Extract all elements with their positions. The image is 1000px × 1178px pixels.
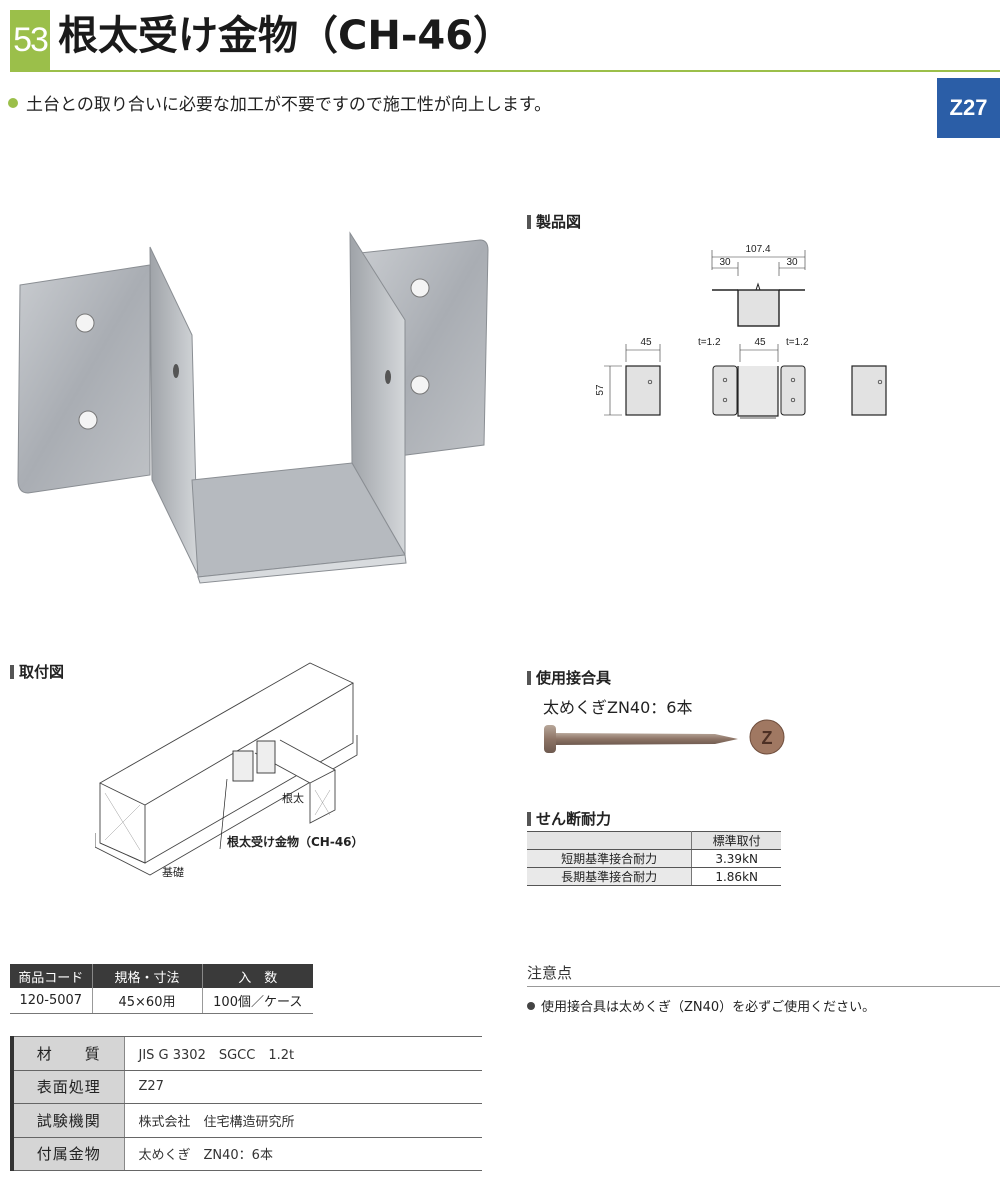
installation-diagram: [95, 662, 358, 876]
table-row: 長期基準接合耐力 1.86kN: [527, 867, 781, 886]
dim-front-t-right: t=1.2: [786, 337, 809, 348]
spec-key: 表面処理: [10, 1070, 124, 1104]
shear-table: 標準取付 短期基準接合耐力 3.39kN 長期基準接合耐力 1.86kN: [527, 831, 781, 886]
shear-row-label: 短期基準接合耐力: [527, 849, 693, 868]
shear-row-value: 1.86kN: [691, 867, 781, 886]
dim-side-height: 57: [595, 384, 606, 396]
spec-value: 株式会社 住宅構造研究所: [123, 1103, 482, 1138]
product-qty: 100個／ケース: [202, 988, 313, 1014]
spec-value: 太めくぎ ZN40：6本: [123, 1137, 482, 1171]
section-heading-fastener: 使用接合具: [527, 667, 611, 688]
spec-value: JIS G 3302 SGCC 1.2t: [123, 1036, 482, 1071]
notes-title: 注意点: [527, 964, 573, 982]
nail-head-mark: Z: [762, 728, 773, 748]
spec-value: Z27: [123, 1070, 482, 1104]
spec-key: 試験機関: [10, 1103, 124, 1138]
dim-side-width: 45: [640, 337, 652, 348]
nail-illustration: Z: [544, 719, 785, 755]
label-product: 根太受け金物（CH-46）: [227, 835, 364, 849]
product-header-qty: 入 数: [202, 964, 313, 988]
notes-divider: [527, 986, 1000, 987]
spec-table: 材 質 JIS G 3302 SGCC 1.2t 表面処理 Z27 試験機関 株…: [10, 1036, 482, 1171]
table-row: 材 質 JIS G 3302 SGCC 1.2t: [10, 1036, 482, 1071]
table-row: 標準取付: [527, 831, 781, 850]
product-drawing: 107.4 30 30 45 57 t=1.2 45 t=1.2: [595, 244, 887, 419]
product-photo: [17, 231, 489, 584]
lead-text-content: 土台との取り合いに必要な加工が不要ですので施工性が向上します。: [26, 95, 552, 115]
table-row: 120-5007 45×60用 100個／ケース: [10, 988, 313, 1014]
dim-top-right: 30: [786, 257, 798, 268]
table-row: 試験機関 株式会社 住宅構造研究所: [10, 1103, 482, 1138]
product-header-size: 規格・寸法: [92, 964, 203, 988]
shear-header: 標準取付: [691, 831, 781, 850]
spec-key: 付属金物: [10, 1137, 124, 1171]
shear-header-blank: [527, 831, 693, 850]
dim-front-width: 45: [754, 337, 766, 348]
product-header-code: 商品コード: [10, 964, 93, 988]
bullet-icon: [8, 97, 18, 108]
spec-key: 材 質: [10, 1036, 124, 1071]
section-heading-installation: 取付図: [10, 661, 64, 682]
finish-badge: Z27: [937, 78, 1000, 138]
section-heading-product-drawing: 製品図: [527, 211, 581, 232]
page-header: 53 根太受け金物（CH-46）: [0, 0, 1000, 72]
label-joist: 根太: [282, 792, 304, 805]
header-divider: [10, 70, 1000, 72]
fastener-text: 太めくぎZN40：6本: [543, 698, 693, 717]
table-row: 短期基準接合耐力 3.39kN: [527, 849, 781, 868]
page-title: 根太受け金物（CH-46）: [58, 13, 514, 59]
list-item: 使用接合具は太めくぎ（ZN40）を必ずご使用ください。: [527, 996, 875, 1015]
table-header-row: 商品コード 規格・寸法 入 数: [10, 964, 313, 988]
product-code: 120-5007: [10, 988, 93, 1014]
page-number-badge: 53: [10, 10, 50, 70]
dim-top-left: 30: [719, 257, 731, 268]
product-table: 商品コード 規格・寸法 入 数 120-5007 45×60用 100個／ケース: [10, 964, 313, 1014]
shear-row-label: 長期基準接合耐力: [527, 867, 693, 886]
table-row: 付属金物 太めくぎ ZN40：6本: [10, 1137, 482, 1171]
bullet-icon: [527, 1001, 535, 1010]
label-foundation: 基礎: [162, 866, 184, 879]
section-heading-shear: せん断耐力: [527, 808, 611, 829]
product-size: 45×60用: [92, 988, 203, 1014]
table-row: 表面処理 Z27: [10, 1070, 482, 1104]
dim-top-total: 107.4: [745, 244, 770, 255]
dim-front-t-left: t=1.2: [698, 337, 721, 348]
lead-text: 土台との取り合いに必要な加工が不要ですので施工性が向上します。: [8, 90, 551, 115]
shear-row-value: 3.39kN: [691, 849, 781, 868]
